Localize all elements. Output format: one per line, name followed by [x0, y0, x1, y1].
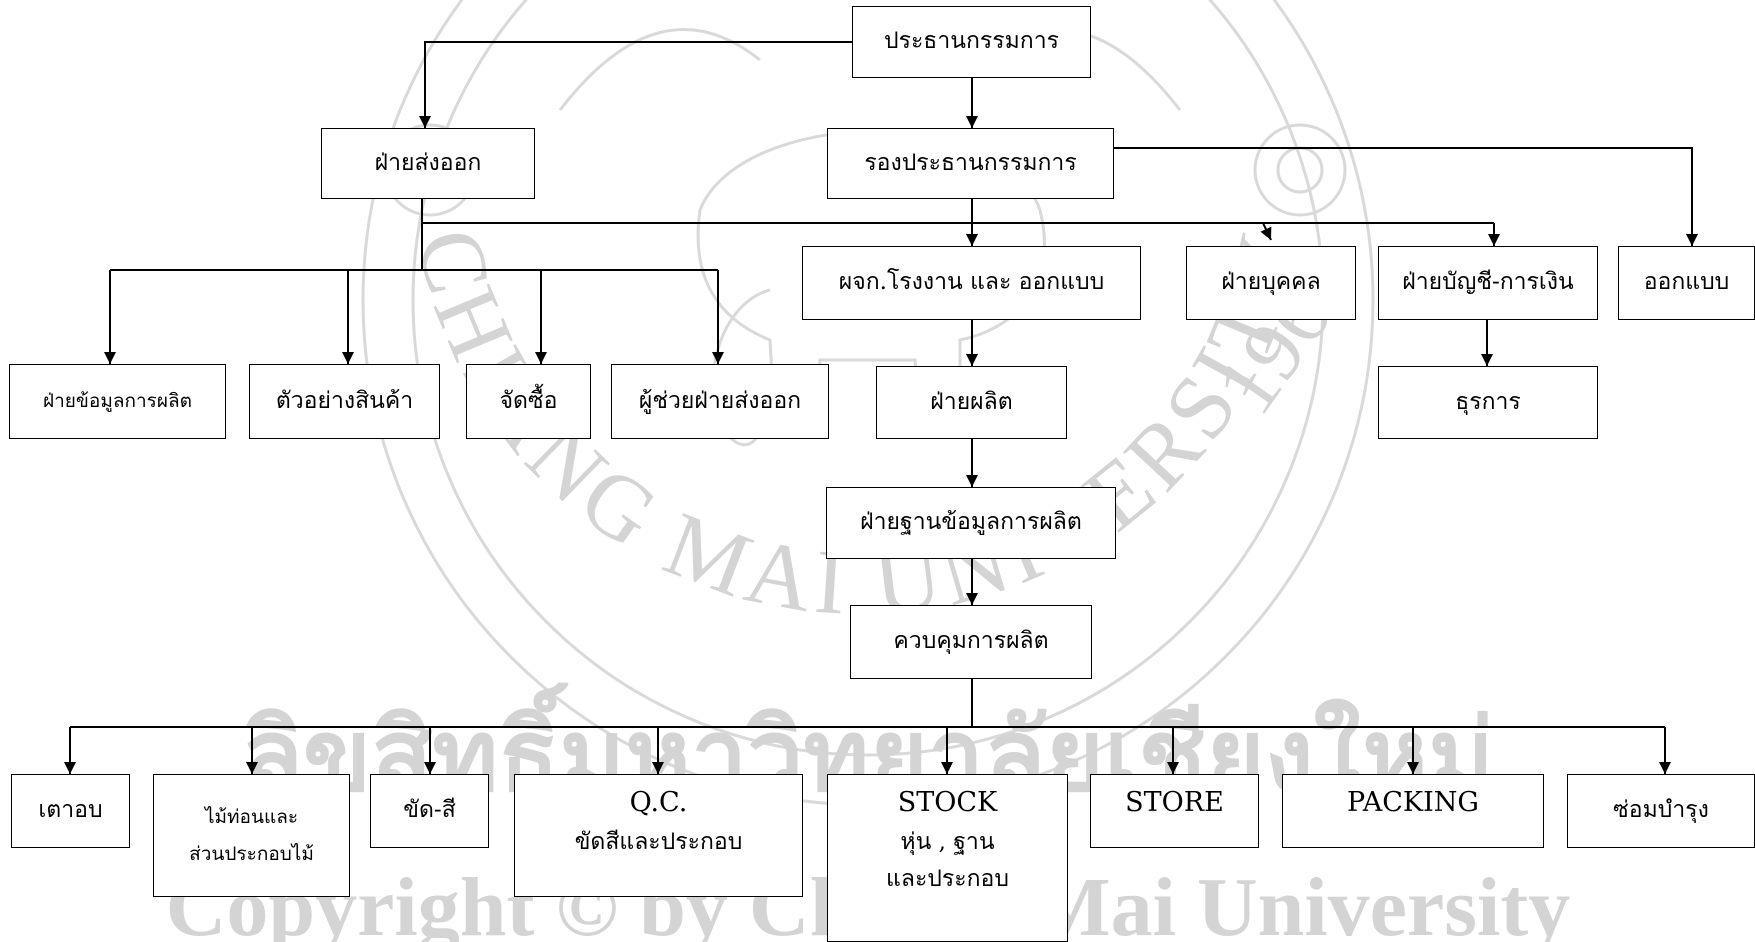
- node-purchasing: จัดซื้อ: [466, 364, 591, 439]
- node-export-dept: ฝ่ายส่งออก: [321, 128, 535, 199]
- node-vice-chairman: รองประธานกรรมการ: [827, 128, 1114, 199]
- connector: [110, 178, 718, 271]
- connector: [419, 41, 852, 128]
- connector: [1114, 147, 1698, 246]
- node-production-data-dept: ฝ่ายข้อมูลการผลิต: [9, 364, 226, 439]
- node-admin: ธุรการ: [1378, 366, 1598, 439]
- node-accounting-finance: ฝ่ายบัญชี-การเงิน: [1378, 246, 1598, 320]
- node-packing: PACKING: [1282, 774, 1544, 848]
- node-factory-design-manager: ผจก.โรงงาน และ ออกแบบ: [802, 246, 1141, 320]
- node-design: ออกแบบ: [1618, 246, 1755, 320]
- node-chairman: ประธานกรรมการ: [852, 6, 1091, 78]
- node-product-samples: ตัวอย่างสินค้า: [249, 364, 440, 439]
- node-hr-dept: ฝ่ายบุคคล: [1186, 246, 1356, 320]
- connector: [1260, 222, 1272, 241]
- node-production-database-dept: ฝ่ายฐานข้อมูลการผลิต: [826, 487, 1116, 559]
- node-stock: STOCK หุ่น , ฐาน และประกอบ: [827, 774, 1068, 942]
- connector: [70, 679, 1665, 728]
- node-kiln: เตาอบ: [11, 774, 130, 848]
- node-sanding-paint: ขัด-สี: [370, 774, 489, 848]
- node-maintenance: ซ่อมบำรุง: [1567, 774, 1755, 848]
- node-export-assistant: ผู้ช่วยฝ่ายส่งออก: [611, 364, 829, 439]
- node-qc: Q.C. ขัดสีและประกอบ: [514, 774, 803, 897]
- node-store: STORE: [1090, 774, 1259, 848]
- node-production-control: ควบคุมการผลิต: [850, 605, 1092, 679]
- node-production-dept: ฝ่ายผลิต: [876, 366, 1067, 439]
- node-wood-parts: ไม้ท่อนและ ส่วนประกอบไม้: [153, 774, 350, 897]
